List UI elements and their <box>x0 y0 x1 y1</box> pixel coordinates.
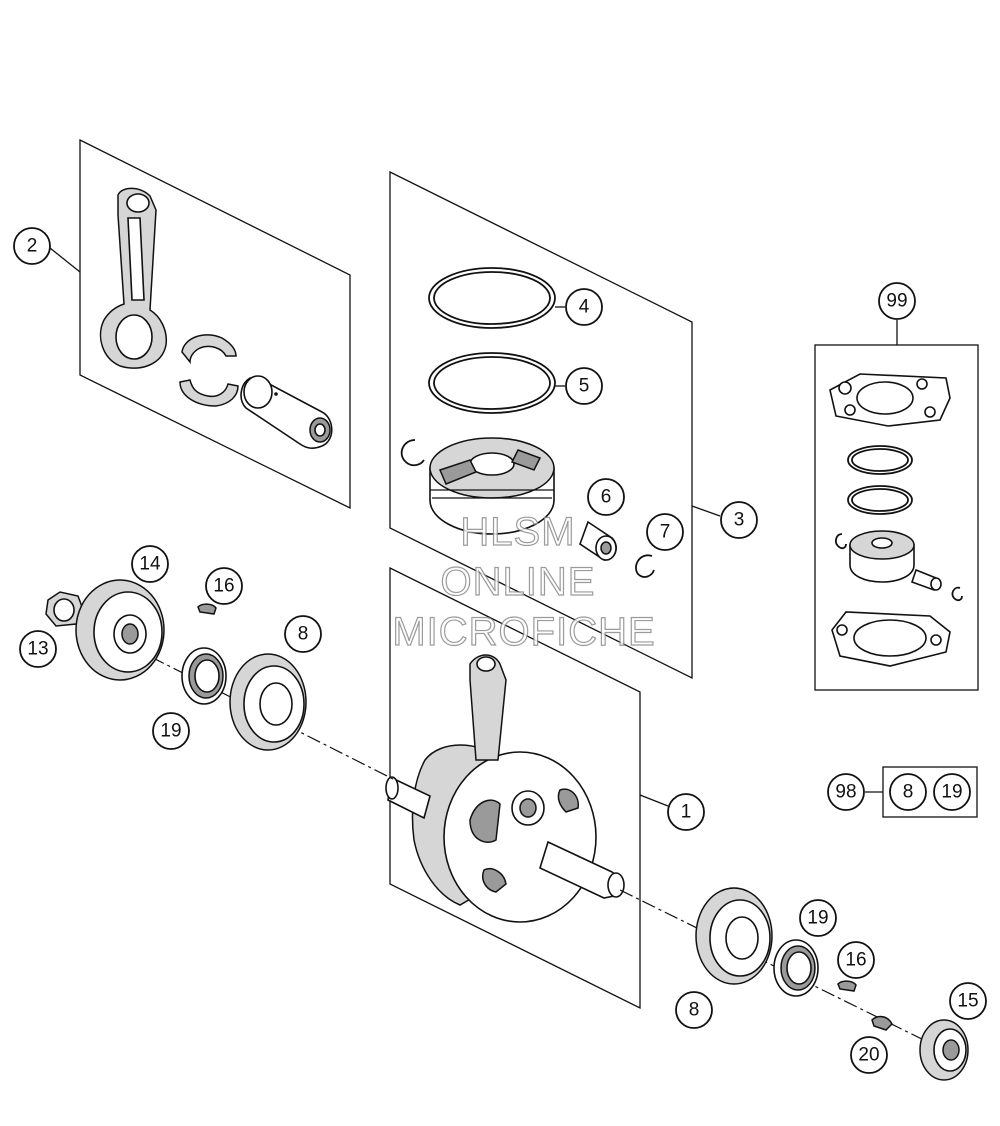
callout-1[interactable]: 1 <box>667 793 705 831</box>
piston-circlip-right[interactable] <box>635 554 655 578</box>
callout-8-left[interactable]: 8 <box>284 615 322 653</box>
piston[interactable] <box>429 437 555 535</box>
primary-gear[interactable] <box>75 579 165 681</box>
panel-connecting-rod <box>79 138 351 510</box>
piston-ring-second[interactable] <box>428 352 556 414</box>
kit-base-gasket[interactable] <box>831 611 951 667</box>
connecting-rod[interactable] <box>99 187 168 369</box>
nut[interactable] <box>45 591 85 627</box>
bearing-right[interactable] <box>695 887 773 985</box>
kit-piston[interactable] <box>849 530 915 583</box>
leader-1 <box>639 794 669 807</box>
kit-circlips[interactable] <box>835 533 963 602</box>
callout-16-left[interactable]: 16 <box>205 567 243 605</box>
callout-99[interactable]: 99 <box>878 282 916 320</box>
callout-13[interactable]: 13 <box>19 630 57 668</box>
callout-15[interactable]: 15 <box>949 982 987 1020</box>
watermark-line-1: HLSM <box>460 510 575 554</box>
kit-ring-top[interactable] <box>847 445 913 475</box>
callout-19-right[interactable]: 19 <box>799 899 837 937</box>
woodruff-key-right[interactable] <box>837 980 857 992</box>
woodruff-key-left[interactable] <box>197 603 217 615</box>
kit-ring-second[interactable] <box>847 485 913 515</box>
piston-pin[interactable] <box>579 520 617 561</box>
callout-2[interactable]: 2 <box>13 227 51 265</box>
kit-98-item-19[interactable]: 19 <box>933 773 971 811</box>
kit-piston-pin[interactable] <box>910 568 942 591</box>
callout-6[interactable]: 6 <box>587 478 625 516</box>
callout-8-right[interactable]: 8 <box>675 991 713 1029</box>
callout-14[interactable]: 14 <box>131 545 169 583</box>
panel-piston <box>389 170 693 680</box>
leader-2 <box>49 247 81 273</box>
callout-4[interactable]: 4 <box>565 288 603 326</box>
oil-seal-right[interactable] <box>773 939 819 997</box>
watermark-line-3: MICROFICHE <box>392 610 655 654</box>
woodruff-key-20[interactable] <box>871 1015 893 1031</box>
callout-98[interactable]: 98 <box>827 773 865 811</box>
crank-pin[interactable] <box>240 375 333 449</box>
watermark-line-2: ONLINE <box>441 560 596 604</box>
callout-20[interactable]: 20 <box>850 1036 888 1074</box>
callout-16-right[interactable]: 16 <box>837 941 875 979</box>
timing-gear[interactable] <box>919 1019 969 1081</box>
callout-7[interactable]: 7 <box>646 513 684 551</box>
piston-ring-top[interactable] <box>428 267 556 329</box>
callout-5[interactable]: 5 <box>565 367 603 405</box>
kit-98-item-8[interactable]: 8 <box>889 773 927 811</box>
watermark: HLSM ONLINE MICROFICHE <box>392 509 656 654</box>
piston-circlip-left[interactable] <box>400 439 425 467</box>
callout-19-left[interactable]: 19 <box>152 712 190 750</box>
kit-head-gasket[interactable] <box>829 373 951 427</box>
bearing-shells[interactable] <box>179 334 239 407</box>
leader-3 <box>691 505 721 517</box>
crankshaft[interactable] <box>385 654 625 923</box>
oil-seal-left[interactable] <box>181 647 227 705</box>
callout-3[interactable]: 3 <box>720 501 758 539</box>
bearing-left[interactable] <box>229 653 307 751</box>
